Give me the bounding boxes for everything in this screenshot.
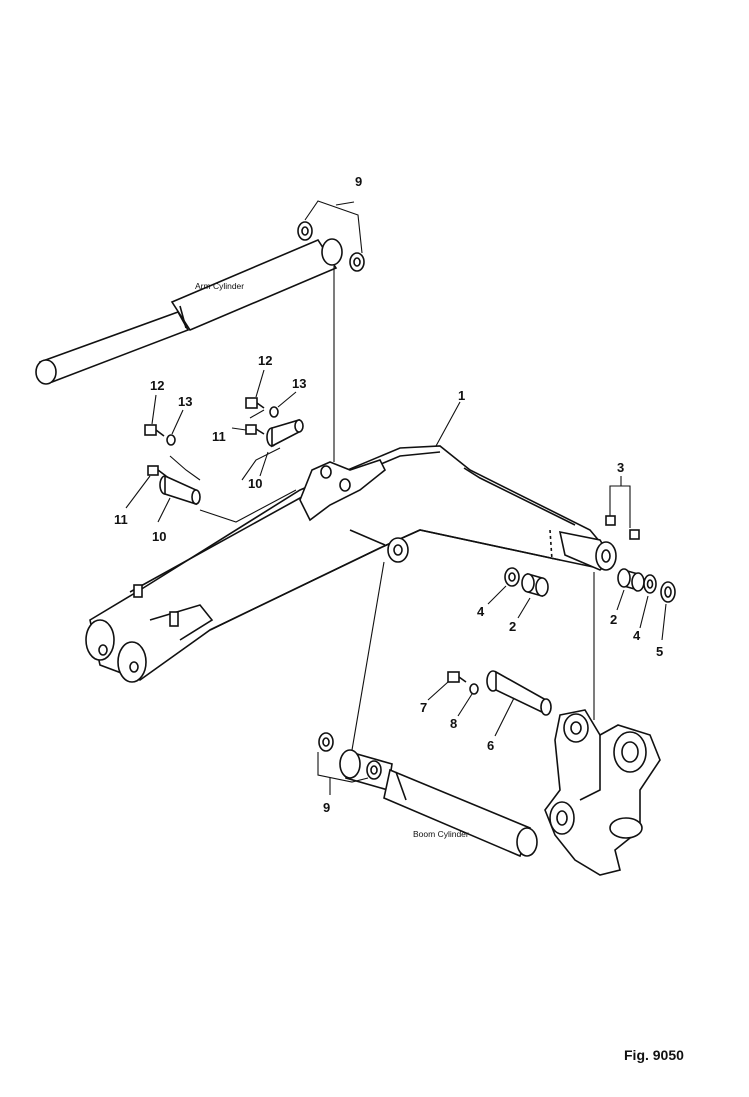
callout-7: 7 (420, 700, 427, 715)
callout-9-bottom: 9 (323, 800, 330, 815)
bolt-7 (447, 671, 467, 683)
callout-13-left: 13 (178, 394, 192, 409)
callout-1: 1 (458, 388, 465, 403)
washer-13-left (166, 434, 176, 446)
callout-2-right: 2 (610, 612, 617, 627)
callout-6: 6 (487, 738, 494, 753)
callout-3: 3 (617, 460, 624, 475)
swing-frame (544, 709, 661, 876)
washer-8 (469, 683, 479, 695)
washer-9-top (297, 200, 365, 272)
callout-2-left: 2 (509, 619, 516, 634)
bolt-12-right (245, 397, 265, 409)
arm-cylinder (35, 238, 343, 385)
callout-9-top: 9 (355, 174, 362, 189)
callout-4-right: 4 (633, 628, 641, 643)
callout-5: 5 (656, 644, 663, 659)
callout-8: 8 (450, 716, 457, 731)
callout-13-right: 13 (292, 376, 306, 391)
callout-11-right: 11 (212, 429, 226, 444)
boom (85, 445, 617, 683)
callout-12-right: 12 (258, 353, 272, 368)
arm-cylinder-label: Arm Cylinder (195, 281, 244, 291)
bolt-11-left (147, 465, 167, 477)
pin-10-left (159, 474, 201, 506)
figure-number: Fig. 9050 (624, 1047, 684, 1063)
bushing-2-left (521, 572, 549, 598)
washer-13-right (269, 406, 279, 418)
washer-9-bottom (317, 732, 382, 795)
callout-12-left: 12 (150, 378, 164, 393)
bolt-12-left (144, 424, 165, 437)
bushing-2-right (617, 568, 645, 592)
boom-cylinder-label: Boom Cylinder (413, 829, 469, 839)
callout-10-left: 10 (152, 529, 166, 544)
seal-4-right (643, 574, 657, 594)
pin-10-right (266, 418, 304, 448)
bolt-11-right (245, 424, 265, 435)
callout-11-left: 11 (114, 512, 128, 527)
seal-4-left (504, 567, 520, 587)
foot-pin-6 (486, 670, 552, 716)
boom-cylinder-connect-line (351, 561, 385, 751)
callout-10-right: 10 (248, 476, 262, 491)
callout-4-left: 4 (477, 604, 485, 619)
bolt-group-3 (605, 476, 640, 540)
shim-5 (660, 581, 676, 603)
